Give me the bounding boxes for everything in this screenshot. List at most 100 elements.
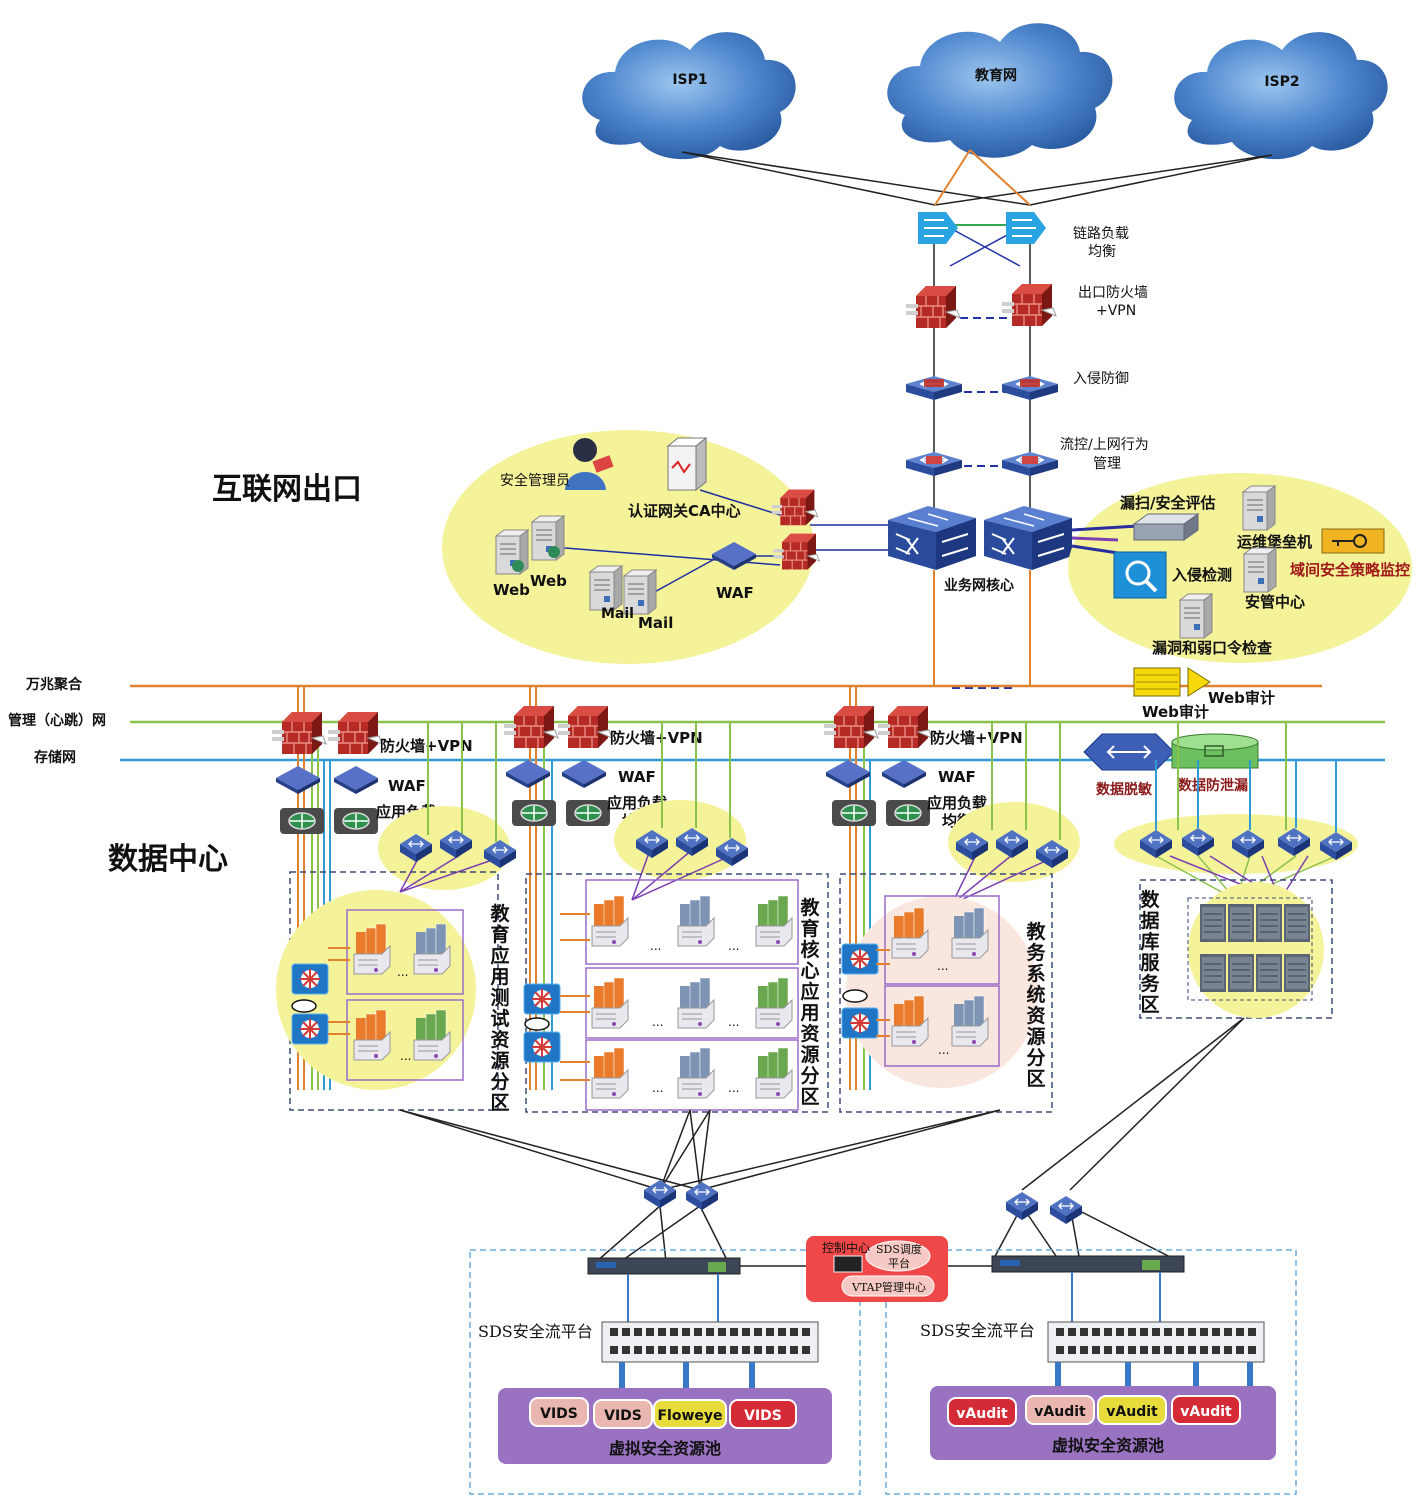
- web-audit-device: [1133, 667, 1211, 697]
- edu-net-label: 教育网: [975, 67, 1017, 84]
- vuln-label: 漏洞和弱口令检查: [1152, 639, 1273, 657]
- mgmt-label: 管理（心跳）网: [8, 712, 106, 729]
- ca-label: 认证网关CA中心: [628, 502, 741, 520]
- flow-control-label: 流控/上网行为管理: [1060, 437, 1149, 472]
- sds-platform-right-label: SDS安全流平台: [920, 1321, 1035, 1340]
- sds-left-boundary: [469, 1249, 861, 1495]
- zone1-host-group: [291, 909, 464, 1081]
- sds-switch-right-b: [1049, 1195, 1083, 1225]
- pool-left-item-4-label: VIDS: [744, 1408, 782, 1424]
- lb-label: 链路负载均衡: [1073, 226, 1129, 260]
- storage-label: 存储网: [34, 749, 76, 766]
- domain-policy-label: 域间安全策略监控: [1290, 561, 1410, 579]
- zone2-ellipsis-e: ...: [652, 1081, 663, 1095]
- zone3-waf-label: WAF: [938, 768, 976, 786]
- ids-label: 入侵检测: [1172, 566, 1232, 584]
- pool-right-item-1: [947, 1397, 1017, 1427]
- pool-right-item-1-label: vAudit: [956, 1406, 1008, 1422]
- zone2-ellipsis-a: ...: [650, 939, 661, 953]
- egress-firewall-a: [905, 285, 961, 329]
- sds-uplinks: [399, 1017, 1245, 1263]
- zone1-ellipsis-b: ...: [400, 1049, 411, 1063]
- scanner-device: [1132, 513, 1200, 541]
- egress-chain-lines: [933, 224, 1031, 520]
- zone1-ellipsis-a: ...: [397, 965, 408, 979]
- zone3-ellipsis-b: ...: [938, 1043, 949, 1057]
- admin-user-icon: [565, 438, 614, 490]
- sds-platform-right-switch: [1047, 1321, 1265, 1363]
- vtap-label: VTAP管理中心: [851, 1280, 926, 1294]
- egress-firewall-b: [1001, 283, 1057, 327]
- zone2-host-group: [523, 879, 799, 1111]
- zone-db-label: 数据库服务区: [1140, 889, 1160, 1016]
- pool-left-item-3-label: Floweye: [657, 1408, 722, 1424]
- cloud-isp1: ISP1: [582, 32, 796, 160]
- db-access-switches: [1114, 722, 1358, 901]
- db-boundary: [1139, 879, 1333, 1019]
- pool-left-item-4: [729, 1399, 797, 1429]
- bastion-server: [1242, 485, 1276, 531]
- dlp-label: 数据防泄漏: [1178, 777, 1248, 794]
- key-icon: [1321, 528, 1385, 554]
- zone2-ellipsis-f: ...: [728, 1081, 739, 1095]
- db-server-racks: [1187, 897, 1313, 1001]
- sds-platform-left-switch: [601, 1321, 819, 1363]
- pool-right-item-2-label: vAudit: [1034, 1404, 1086, 1420]
- web-audit-label-a: Web审计: [1142, 703, 1209, 721]
- cloud-isp2: ISP2: [1174, 32, 1388, 160]
- web-globe-icon-a: [512, 560, 524, 572]
- sds-platform-left-label: SDS安全流平台: [478, 1322, 593, 1341]
- cloud-edu: 教育网: [887, 23, 1113, 158]
- sds-left-server: [587, 1257, 741, 1275]
- zone-core-label: 教育核心应用资源分区: [800, 897, 820, 1108]
- ips-device-a: [905, 375, 963, 401]
- zone3-host-group: [841, 895, 1000, 1067]
- mail-label-a: Mail: [601, 606, 634, 622]
- sds-server-links: [627, 1272, 1161, 1326]
- db-highlight: [1188, 882, 1324, 1018]
- web-label-a: Web: [493, 581, 530, 599]
- sds-right-boundary: [885, 1249, 1297, 1495]
- pool-left-item-3: [653, 1399, 727, 1429]
- egress-fw-label: 出口防火墙+VPN: [1078, 285, 1148, 319]
- flow-control-b: [1001, 451, 1059, 477]
- zone-edu-admin-label: 教务系统资源分区: [1026, 921, 1046, 1090]
- sds-switch-left-a: [643, 1179, 677, 1209]
- sds-switch-right-a: [1005, 1191, 1039, 1221]
- soc-label: 安管中心: [1245, 593, 1305, 611]
- backbone-vertical-links: [933, 570, 1031, 689]
- zone1-access-switches: [378, 722, 517, 893]
- section-title-datacenter: 数据中心: [108, 842, 228, 877]
- pool-left-item-1-label: VIDS: [540, 1406, 578, 1422]
- sds-control-center: [806, 1236, 948, 1302]
- zone1-waf-label: WAF: [388, 777, 426, 795]
- zone3-boundary: [839, 873, 1053, 1113]
- ca-server-icon: [666, 436, 708, 492]
- pool-right-item-4-label: vAudit: [1180, 1404, 1232, 1420]
- pool-left-label: 虚拟安全资源池: [609, 1439, 721, 1458]
- dispatch-label: SDS调度平台: [876, 1242, 922, 1270]
- web-globe-icon-b: [548, 546, 560, 558]
- zone1-fw-label: 防火墙+VPN: [380, 737, 473, 755]
- security-zone-lines: [1071, 524, 1139, 555]
- zone2-waf-label: WAF: [618, 768, 656, 786]
- pool-left-item-2-label: VIDS: [604, 1408, 642, 1424]
- link-load-balancer-b: [1006, 212, 1046, 244]
- core-switch-b: [983, 505, 1073, 571]
- soc-server: [1243, 547, 1277, 593]
- zone2-access-switches: [614, 722, 749, 901]
- core-switch-label: 业务网核心: [944, 577, 1014, 594]
- scan-label: 漏扫/安全评估: [1120, 494, 1215, 512]
- control-center-label: 控制中心: [822, 1240, 870, 1255]
- pool-right-item-3-label: vAudit: [1106, 1404, 1158, 1420]
- link-load-balancer-a: [918, 212, 958, 244]
- zone2-ellipsis-d: ...: [728, 1015, 739, 1029]
- ips-device-b: [1001, 375, 1059, 401]
- data-desensitize-device: [1083, 733, 1175, 771]
- vuln-server: [1179, 593, 1213, 639]
- dmz-lines: [539, 489, 890, 601]
- pool-left-item-2: [593, 1399, 653, 1429]
- pool-right-item-4: [1171, 1395, 1241, 1425]
- admin-label: 安全管理员: [500, 472, 570, 489]
